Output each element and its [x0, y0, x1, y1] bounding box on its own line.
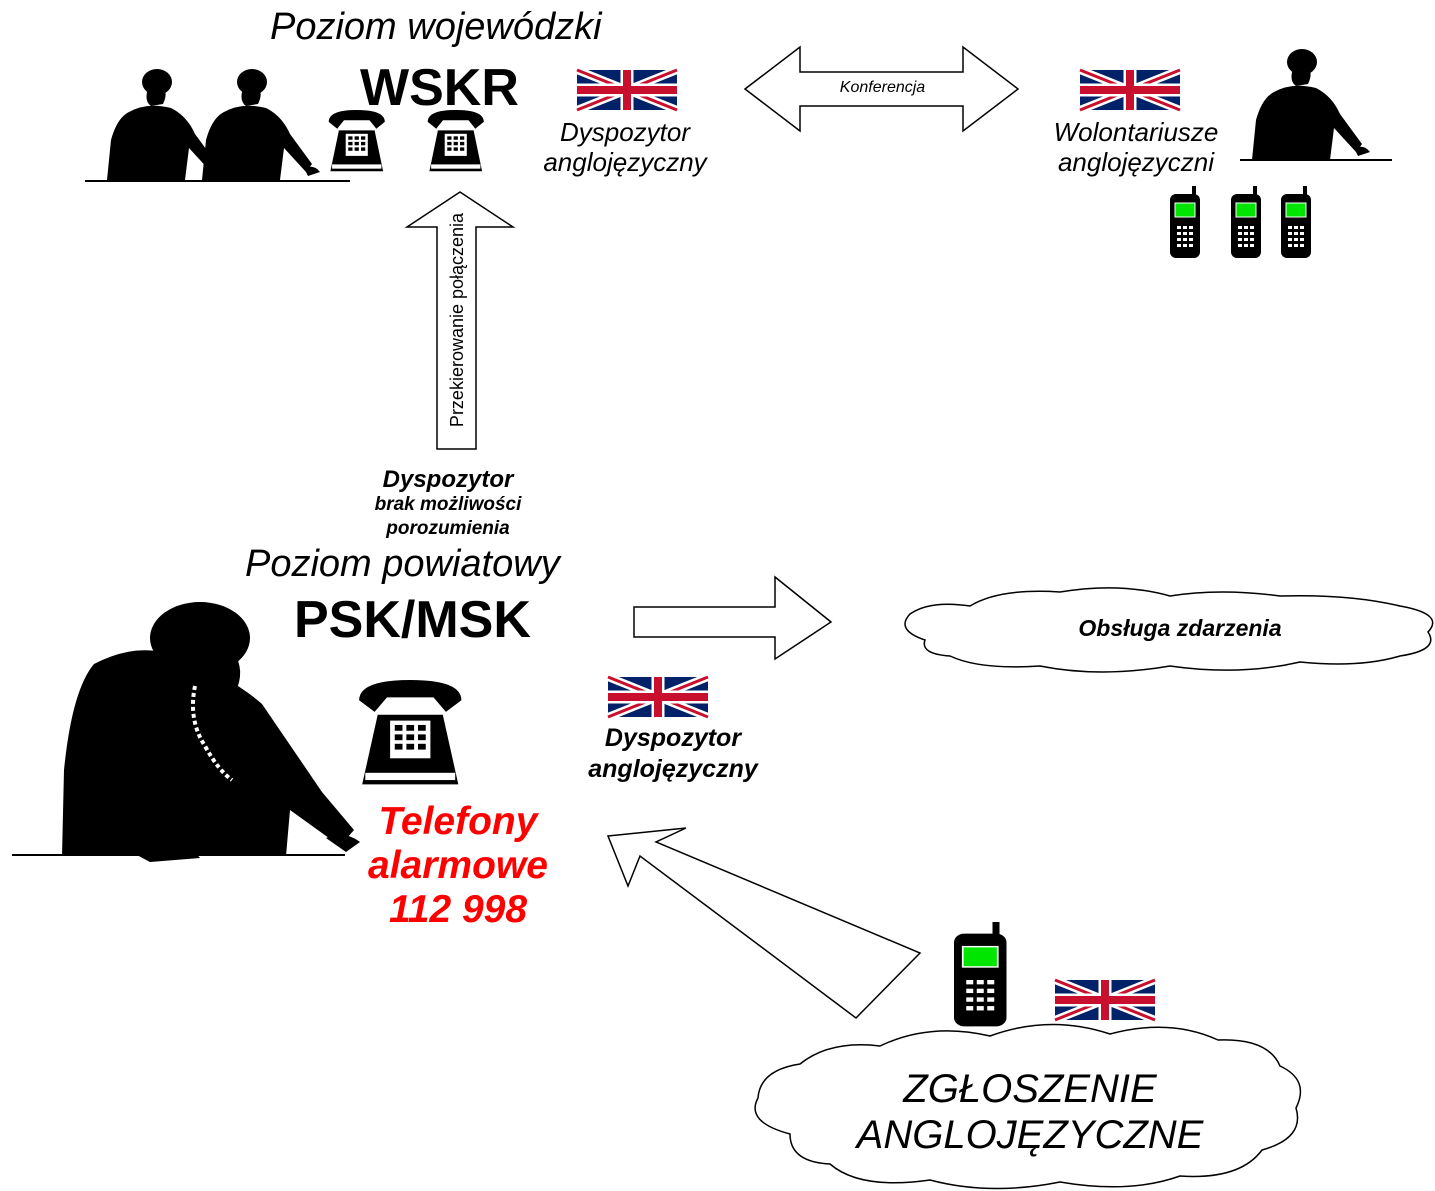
redirect-arrow	[404, 191, 516, 450]
wskr-center-name: WSKR	[360, 59, 519, 117]
uk-flag-icon	[577, 70, 677, 110]
conference-arrow	[743, 45, 1020, 133]
mobile-phone-icon	[953, 921, 1008, 1028]
volunteers-label-line: Wolontariusze	[1053, 117, 1219, 147]
emergency-numbers-line: 112 998	[388, 888, 528, 931]
note-line: brak możliwości	[374, 494, 522, 515]
dispatcher-label-line: Dyspozytor	[559, 117, 691, 147]
caller-report-label: ZGŁOSZENIE ANGLOJĘZYCZNE	[800, 1066, 1260, 1158]
bottom-dispatcher-label: Dyspozytor anglojęzyczny	[556, 723, 790, 785]
uk-flag-icon	[1080, 70, 1180, 110]
volunteer-illustration	[1240, 49, 1392, 161]
dispatcher-label-line: anglojęzyczny	[543, 147, 707, 177]
redirect-arrow-label: Przekierowanie połączenia	[447, 212, 467, 428]
bottom-dispatcher-illustration	[12, 602, 360, 862]
uk-flag-icon	[608, 677, 708, 717]
top-dispatcher-label: Dyspozytor anglojęzyczny	[520, 117, 730, 177]
report-label-line: ZGŁOSZENIE	[903, 1067, 1157, 1111]
dispatcher-no-communication-note: Dyspozytor brak możliwości porozumienia	[330, 467, 566, 541]
volunteers-label-line: anglojęzyczni	[1057, 147, 1215, 177]
mobile-phone-icon	[1280, 185, 1312, 259]
mobile-phone-icon	[1230, 185, 1262, 259]
volunteers-label: Wolontariusze anglojęzyczni	[1030, 117, 1242, 177]
caller-cloud	[754, 1023, 1302, 1190]
province-level-title: Poziom wojewódzki	[270, 6, 602, 48]
desk-phone-icon	[427, 110, 484, 172]
dispatcher-label-line: anglojęzyczny	[588, 755, 758, 783]
caller-arrow	[606, 827, 922, 1019]
note-line: Dyspozytor	[382, 466, 514, 493]
top-dispatchers-illustration	[85, 69, 350, 182]
desk-phone-icon	[328, 110, 385, 172]
emergency-numbers-line: Telefony	[378, 800, 538, 843]
emergency-numbers-label: Telefony alarmowe 112 998	[330, 800, 586, 932]
incident-cloud	[904, 587, 1434, 673]
incident-handling-label: Obsługa zdarzenia	[1078, 615, 1282, 641]
psk-msk-center-name: PSK/MSK	[294, 591, 531, 649]
conference-label: Konferencja	[839, 79, 926, 96]
emergency-numbers-line: alarmowe	[368, 844, 548, 887]
note-line: porozumienia	[386, 518, 510, 539]
county-level-title: Poziom powiatowy	[245, 543, 560, 585]
desk-phone-icon	[359, 680, 462, 785]
mobile-phone-icon	[1169, 185, 1201, 259]
dispatcher-label-line: Dyspozytor	[604, 724, 742, 752]
incident-arrow	[633, 575, 833, 661]
uk-flag-icon	[1055, 980, 1155, 1020]
report-label-line: ANGLOJĘZYCZNE	[856, 1113, 1204, 1157]
